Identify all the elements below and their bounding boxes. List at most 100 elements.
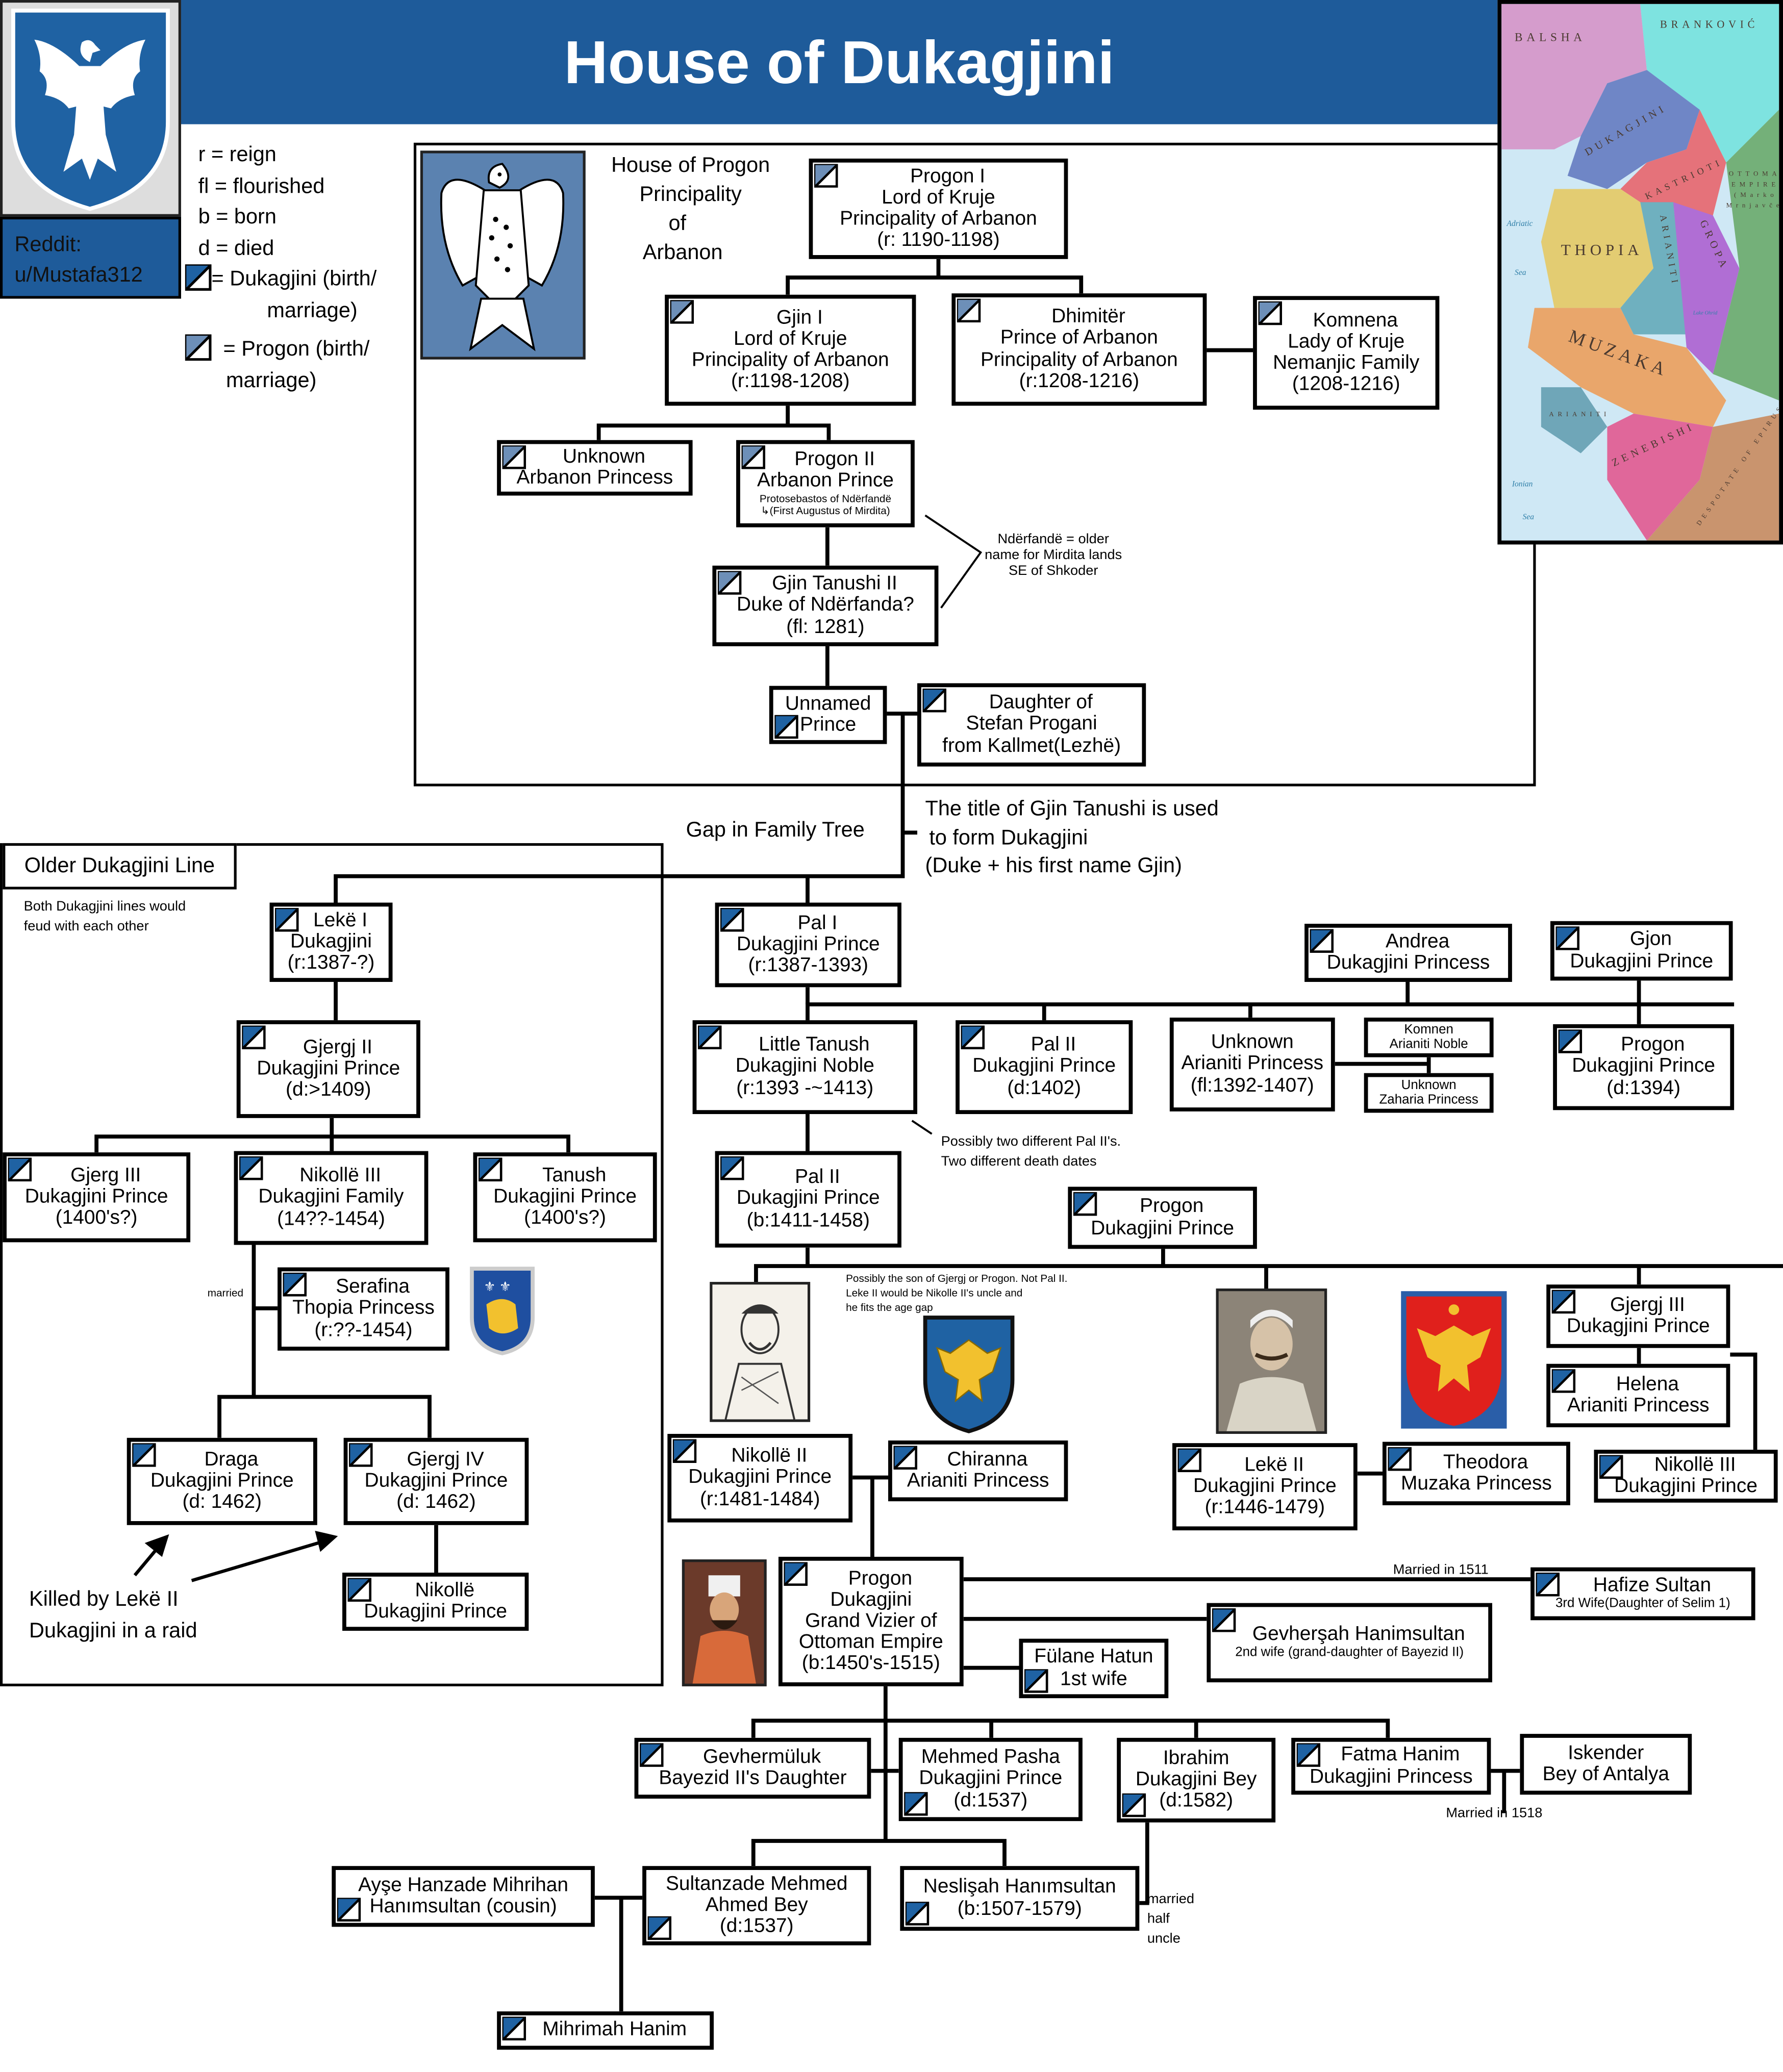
person-name: Gjergj IV <box>407 1448 484 1471</box>
person-name: Progon <box>1621 1033 1685 1056</box>
dukagjini-marker-icon <box>8 1157 32 1182</box>
label-line: House of Progon <box>611 155 770 178</box>
note-line: Dukagjini in a raid <box>29 1620 197 1643</box>
chiranna-coat-of-arms <box>921 1313 1017 1435</box>
person-detail: (d:1537) <box>719 1915 794 1938</box>
older-dukagjini-line-label: Older Dukagjini Line <box>3 843 237 890</box>
person-name: Theodora <box>1443 1451 1528 1474</box>
person-name: Nikollë III <box>299 1165 382 1187</box>
person-detail: Nemanjic Family <box>1273 351 1420 374</box>
note-line: Leke II would be Nikolle II's uncle and <box>846 1287 1023 1299</box>
person-detail: (d:>1409) <box>286 1078 371 1101</box>
married-note: married <box>207 1287 244 1299</box>
dukagjini-marker-icon <box>274 907 299 932</box>
legend-flourished: fl = flourished <box>198 175 325 198</box>
person-name: Gjergj II <box>303 1035 372 1058</box>
person-detail: (b:1450's-1515) <box>801 1652 940 1675</box>
person-detail: Arbanon Prince <box>757 469 894 492</box>
person-detail: Dukagjini Prince <box>919 1767 1063 1790</box>
person-detail: Arbanon Princess <box>516 466 673 489</box>
person-name: Gevherşah Hanimsultan <box>1252 1623 1465 1646</box>
person-detail: (b:1507-1579) <box>957 1897 1082 1920</box>
person-box-neslisah: Neslişah Hanımsultan(b:1507-1579) <box>900 1866 1140 1931</box>
note-line: SE of Shkoder <box>1008 563 1098 579</box>
person-detail: Dukagjini Bey <box>1135 1768 1257 1791</box>
person-name: Serafina <box>336 1275 410 1298</box>
person-name: Pal II <box>795 1166 840 1189</box>
person-detail: (r:??-1454) <box>314 1318 413 1341</box>
person-name: Unnamed <box>785 692 871 715</box>
dukagjini-marker-icon <box>672 1439 697 1463</box>
person-name: Gjin I <box>776 306 823 329</box>
progon-marker-icon <box>185 334 212 361</box>
dukagjini-marker-icon <box>720 1156 744 1180</box>
legend-died: d = died <box>198 237 274 260</box>
map-label-ottoman: OTTOMAN <box>1729 170 1779 178</box>
person-name: Gjerg III <box>70 1164 141 1186</box>
killed-in-raid-note: Killed by Lekë II Dukagjini in a raid <box>29 1584 197 1648</box>
person-detail: Dukagjini Prince <box>1566 1315 1710 1337</box>
person-detail: Dukagjini Prince <box>1572 1055 1716 1078</box>
map-label-lake-ohrid: Lake Ohrid <box>1693 311 1718 316</box>
dukagjini-marker-icon <box>647 1916 672 1940</box>
person-detail: (fl:1392-1407) <box>1190 1074 1314 1097</box>
person-detail: Dukagjini <box>290 930 372 953</box>
label-text: Older Dukagjini Line <box>24 854 215 877</box>
person-name: Gjon <box>1629 928 1672 951</box>
dukagjini-marker-icon <box>1310 929 1334 953</box>
person-detail: (r:1208-1216) <box>1019 369 1140 392</box>
note-line: to form Dukagjini <box>929 826 1088 849</box>
person-name: Andrea <box>1385 930 1450 953</box>
person-detail: (r:1446-1479) <box>1204 1496 1325 1519</box>
person-name: Neslişah Hanımsultan <box>923 1876 1116 1899</box>
dukagjini-marker-icon <box>1177 1448 1202 1473</box>
person-detail: Dukagjini Princess <box>1326 951 1490 974</box>
map-label-ionian: Ionian <box>1512 479 1533 488</box>
dukagjini-marker-icon <box>1296 1743 1321 1767</box>
person-name: Gjergj III <box>1610 1293 1685 1316</box>
person-name: Progon I <box>910 164 986 187</box>
person-detail: (r:1387-?) <box>287 951 375 974</box>
person-name: Little Tanush <box>759 1033 870 1056</box>
person-name: Nikollë II <box>731 1445 808 1468</box>
person-detail: Muzaka Princess <box>1400 1472 1552 1495</box>
label-line: Arbanon <box>642 242 723 265</box>
map-label-mrnjavcevic: Mrnjavčević) <box>1726 201 1779 209</box>
person-name: Unknown <box>562 445 645 468</box>
nikolle-ii-portrait-sketch <box>710 1282 811 1422</box>
dukagjini-marker-icon <box>1558 1029 1583 1053</box>
dukagjini-marker-icon <box>774 715 798 739</box>
person-name: Gevhermüluk <box>703 1745 821 1768</box>
note-line: Both Dukagjini lines would <box>23 898 186 915</box>
person-detail: Dukagjini Prince <box>1570 949 1714 972</box>
person-detail: Dukagjini Princess <box>1309 1765 1473 1788</box>
person-box-mihrimah: Mihrimah Hanim <box>497 2011 714 2050</box>
dukagjini-coat-of-arms <box>0 0 181 217</box>
person-detail: (d:1537) <box>953 1788 1028 1811</box>
person-detail: Lady of Kruje <box>1288 330 1405 353</box>
note-line: Possibly two different Pal II's. <box>941 1133 1121 1150</box>
person-name: Draga <box>204 1448 259 1471</box>
title-banner: House of Dukagjini <box>181 0 1498 124</box>
theodora-muzaka-coat-of-arms <box>1398 1288 1510 1431</box>
map-label-marko: (Marko <box>1734 191 1777 198</box>
dukagjini-marker-icon <box>1536 1573 1560 1597</box>
legend-reign: r = reign <box>198 144 277 167</box>
person-detail: Dukagjini Prince <box>1193 1475 1337 1498</box>
map-label-adriatic: Adriatic <box>1506 219 1533 228</box>
dukagjini-marker-icon <box>904 1792 928 1816</box>
note-line: he fits the age gap <box>846 1301 933 1314</box>
